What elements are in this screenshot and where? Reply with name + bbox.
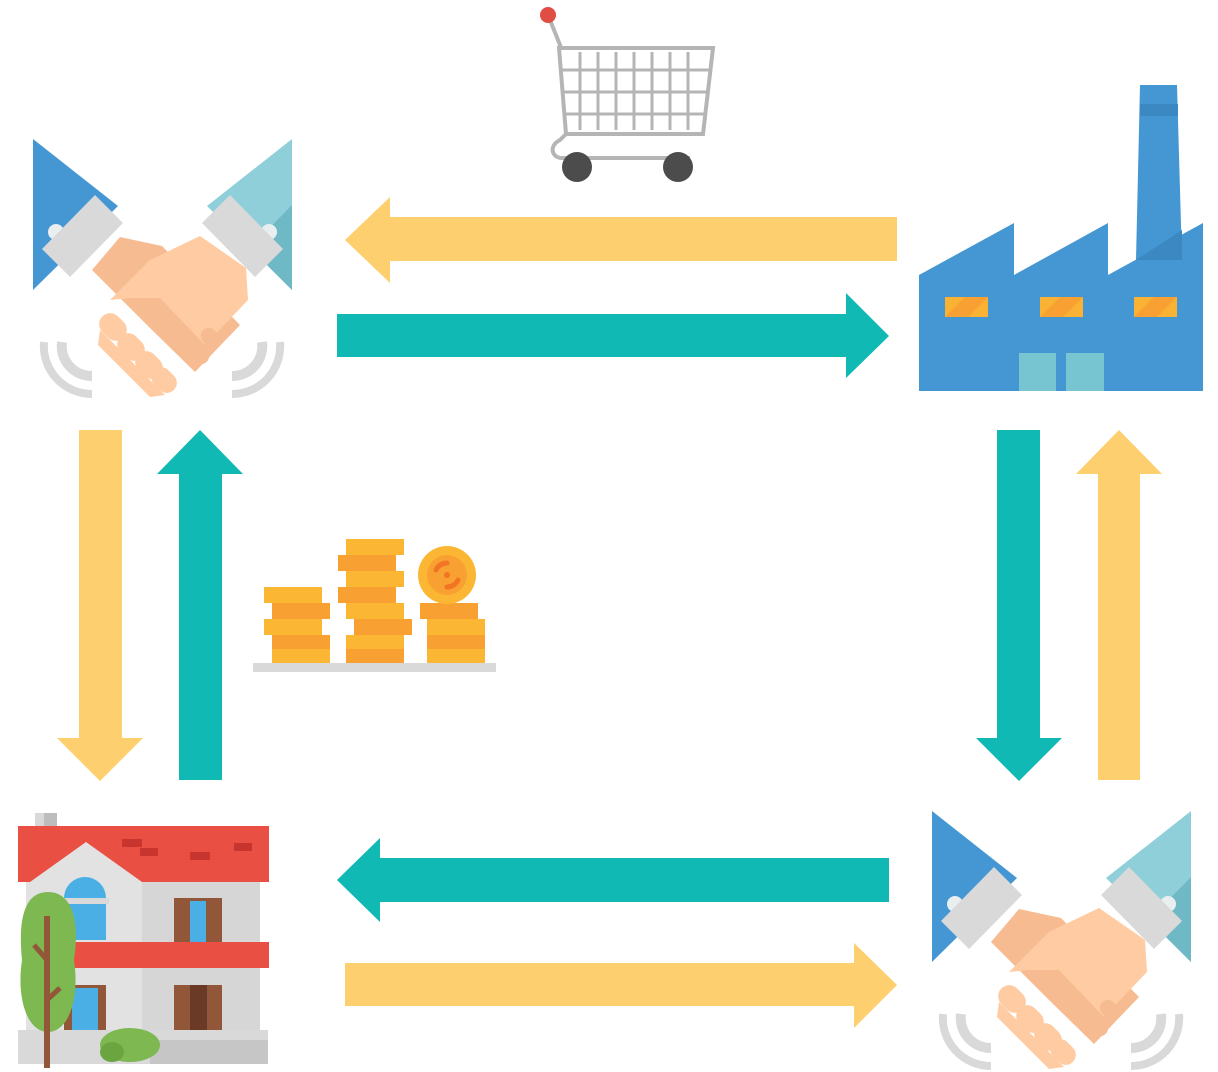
arrow-handshake-top-left-to-factory <box>337 293 889 378</box>
coin-stacks-icon <box>253 539 496 672</box>
arrow-house-to-handshake-top-left <box>157 430 243 780</box>
arrow-factory-to-handshake-top-left <box>345 197 897 283</box>
arrow-handshake-bottom-right-to-house <box>337 838 889 922</box>
shopping-cart-icon <box>540 7 716 182</box>
factory-icon <box>919 85 1203 391</box>
house-icon <box>18 813 269 1068</box>
arrow-house-to-handshake-bottom-right <box>345 943 897 1028</box>
flow-arrows <box>57 197 1162 1028</box>
handshake-icon <box>932 811 1191 1069</box>
arrow-handshake-bottom-right-to-factory <box>1076 430 1162 780</box>
arrow-factory-to-handshake-bottom-right <box>976 430 1062 781</box>
handshake-icon <box>33 139 292 397</box>
arrow-handshake-top-left-to-house <box>57 430 143 781</box>
